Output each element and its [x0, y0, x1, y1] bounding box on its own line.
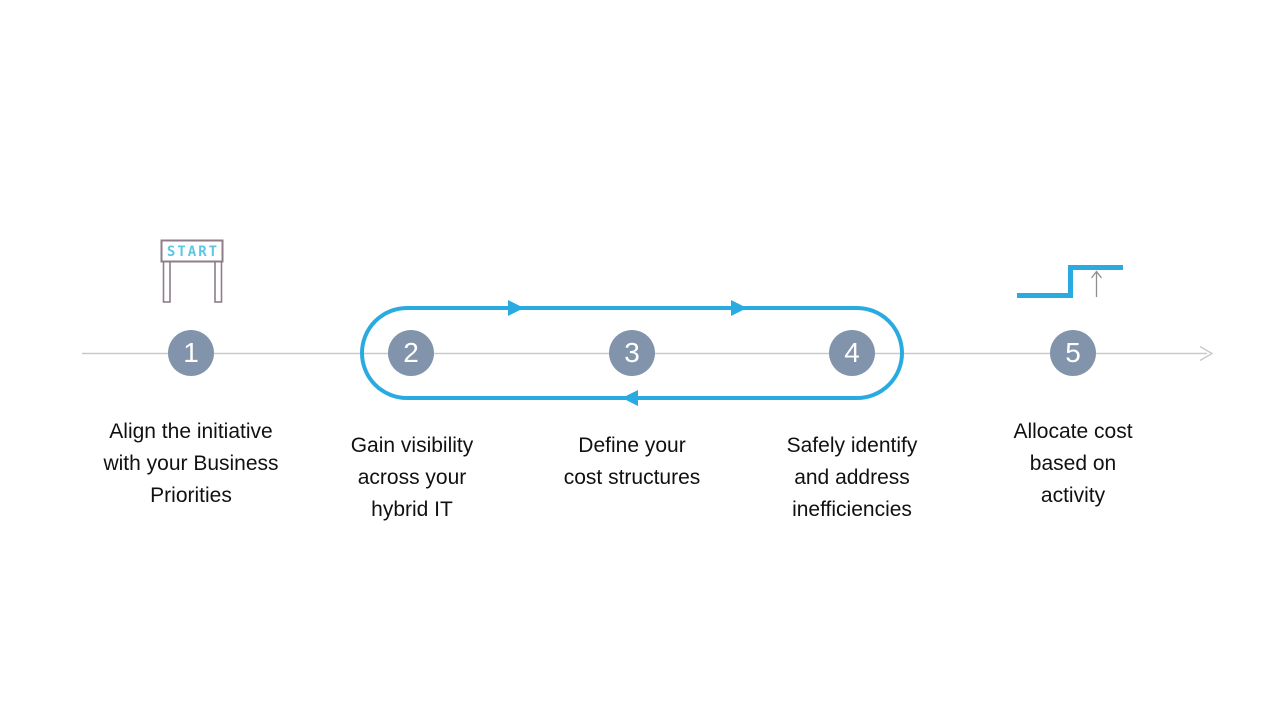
caption-line: with your Business [103, 452, 279, 475]
step-up-icon [1017, 265, 1123, 298]
step-number: 1 [183, 337, 199, 368]
step-caption-5: Allocate cost based on activity [1013, 416, 1132, 512]
caption-line: cost structures [563, 466, 701, 489]
caption-line: Allocate cost [1013, 420, 1133, 443]
step-up-line [1017, 265, 1123, 298]
caption-line: hybrid IT [371, 498, 453, 521]
caption-line: and address [794, 466, 910, 489]
step-node-5: 5 [1050, 330, 1096, 376]
start-gate-right-post [214, 260, 223, 303]
step-caption-4: Safely identify and address inefficienci… [787, 430, 918, 526]
timeline-arrow-icon [1199, 345, 1214, 362]
caption-line: across your [357, 466, 467, 489]
caption-line: Priorities [150, 484, 232, 507]
step-caption-2: Gain visibility across your hybrid IT [351, 430, 474, 526]
step-node-4: 4 [829, 330, 875, 376]
step-node-3: 3 [609, 330, 655, 376]
loop-forward-arrow-icon [508, 300, 524, 316]
start-gate-banner [160, 239, 224, 263]
start-gate-icon: START [160, 239, 224, 303]
step-node-2: 2 [388, 330, 434, 376]
loop-forward-arrow2-icon [731, 300, 747, 316]
caption-line: inefficiencies [792, 498, 912, 521]
caption-line: Gain visibility [350, 434, 474, 457]
caption-line: activity [1040, 484, 1106, 507]
step-node-1: 1 [168, 330, 214, 376]
step-number: 3 [624, 337, 640, 368]
start-gate-left-post [162, 260, 171, 303]
caption-line: Define your [578, 434, 686, 457]
caption-line: Align the initiative [109, 420, 273, 443]
loop-back-arrow-icon [622, 390, 638, 406]
loop-cycle [360, 300, 904, 406]
step-caption-1: Align the initiative with your Business … [103, 416, 278, 512]
caption-line: based on [1029, 452, 1117, 475]
caption-line: Safely identify [786, 434, 918, 457]
start-gate-label: START [167, 244, 219, 260]
step-number: 4 [844, 337, 860, 368]
step-number: 5 [1065, 337, 1081, 368]
step-caption-3: Define your cost structures [564, 430, 701, 494]
step-number: 2 [403, 337, 419, 368]
step-up-arrow-head [1090, 270, 1103, 279]
